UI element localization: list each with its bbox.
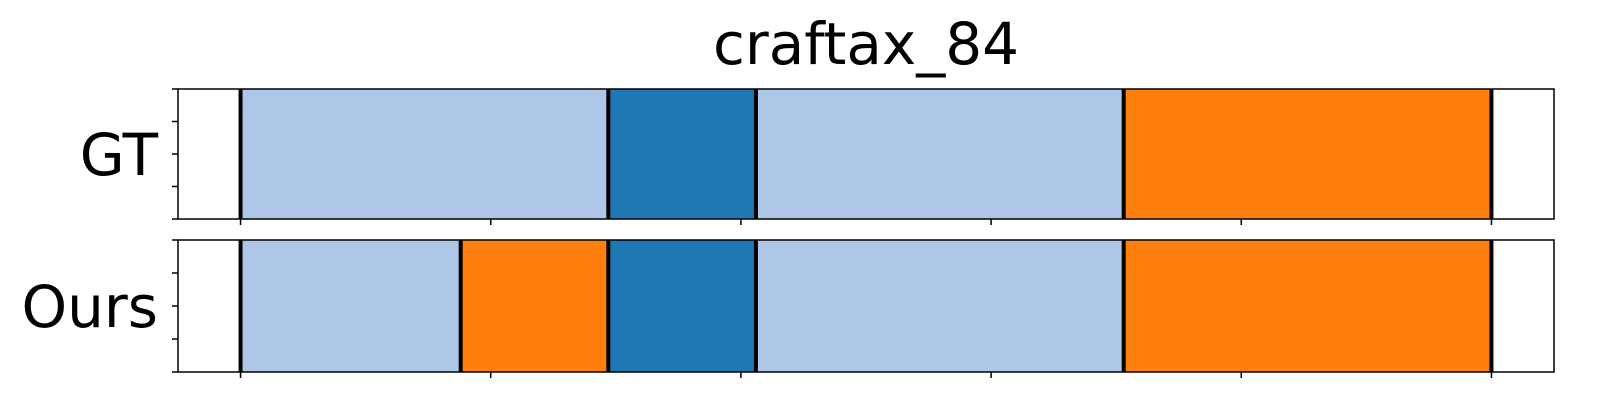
segment-gt-1	[608, 89, 756, 219]
rows-layer: GT Ours	[22, 88, 1555, 378]
row-ours: Ours	[22, 239, 1555, 378]
row-label-ours: Ours	[22, 273, 158, 341]
segment-ours-2	[608, 240, 756, 372]
chart-title: craftax_84	[713, 10, 1019, 78]
segment-ours-4	[1123, 240, 1492, 372]
segment-gt-3	[1123, 89, 1492, 219]
segment-gt-2	[755, 89, 1124, 219]
segment-ours-3	[755, 240, 1124, 372]
row-label-gt: GT	[80, 121, 159, 189]
segment-ours-0	[240, 240, 461, 372]
segment-ours-1	[460, 240, 609, 372]
segment-gt-0	[240, 89, 609, 219]
row-gt: GT	[80, 88, 1555, 225]
